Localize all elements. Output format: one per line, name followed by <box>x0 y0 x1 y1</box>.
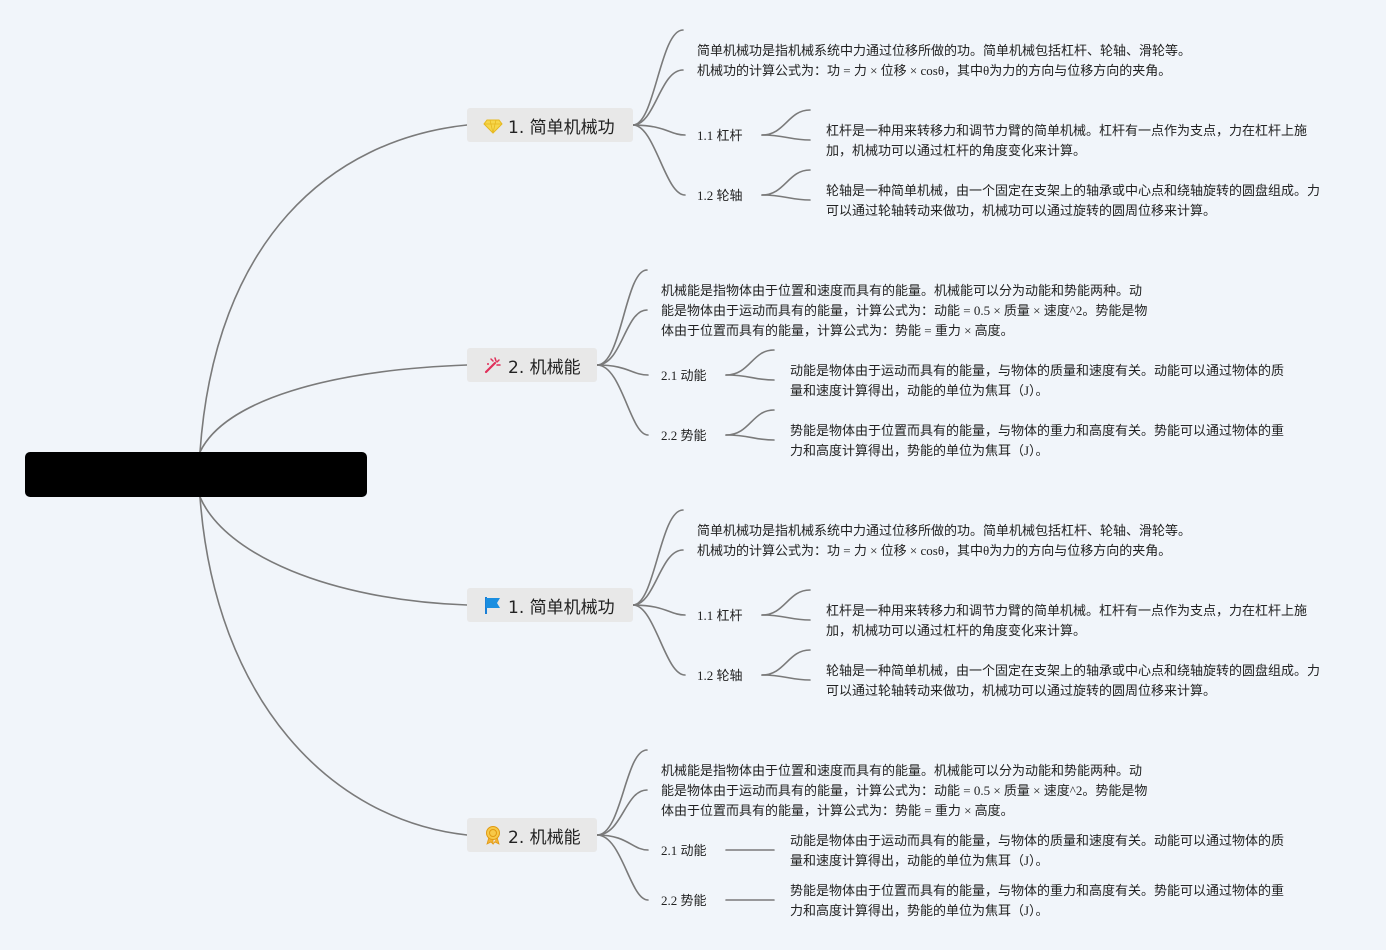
subtopic-wheel-axle[interactable]: 1.2 轮轴 <box>697 188 743 203</box>
topic-description: 机械能是指物体由于位置和速度而具有的能量。机械能可以分为动能和势能两种。动能是物… <box>661 283 1148 338</box>
topic-simple-machine-work-2[interactable]: 1. 简单机械功 <box>467 588 633 622</box>
topic-label: 2. 机械能 <box>508 827 581 848</box>
topic-simple-machine-work-1[interactable]: 1. 简单机械功 <box>467 108 633 142</box>
subtopic-description: 动能是物体由于运动而具有的能量，与物体的质量和速度有关。动能可以通过物体的质量和… <box>790 363 1285 398</box>
subtopic-potential-energy[interactable]: 2.2 势能 <box>661 893 707 908</box>
subtopic-description: 轮轴是一种简单机械，由一个固定在支架上的轴承或中心点和绕轴旋转的圆盘组成。力可以… <box>826 183 1321 218</box>
magic-wand-icon <box>483 355 503 375</box>
subtopic-potential-energy[interactable]: 2.2 势能 <box>661 428 707 443</box>
topic-mechanical-energy-2[interactable]: 2. 机械能 <box>467 818 597 852</box>
subtopic-description: 轮轴是一种简单机械，由一个固定在支架上的轴承或中心点和绕轴旋转的圆盘组成。力可以… <box>826 663 1321 698</box>
gem-icon <box>483 115 503 135</box>
topic-description: 机械能是指物体由于位置和速度而具有的能量。机械能可以分为动能和势能两种。动能是物… <box>661 763 1148 818</box>
subtopic-kinetic-energy[interactable]: 2.1 动能 <box>661 368 707 383</box>
subtopic-description: 势能是物体由于位置而具有的能量，与物体的重力和高度有关。势能可以通过物体的重力和… <box>790 883 1285 918</box>
topic-label: 1. 简单机械功 <box>508 597 615 618</box>
subtopic-kinetic-energy[interactable]: 2.1 动能 <box>661 843 707 858</box>
topic-description: 简单机械功是指机械系统中力通过位移所做的功。简单机械包括杠杆、轮轴、滑轮等。机械… <box>697 523 1192 558</box>
subtopic-description: 杠杆是一种用来转移力和调节力臂的简单机械。杠杆有一点作为支点，力在杠杆上施加，机… <box>826 123 1308 158</box>
flag-icon <box>483 595 503 615</box>
subtopic-description: 势能是物体由于位置而具有的能量，与物体的重力和高度有关。势能可以通过物体的重力和… <box>790 423 1285 458</box>
subtopic-wheel-axle[interactable]: 1.2 轮轴 <box>697 668 743 683</box>
subtopic-description: 动能是物体由于运动而具有的能量，与物体的质量和速度有关。动能可以通过物体的质量和… <box>790 833 1285 868</box>
topic-label: 1. 简单机械功 <box>508 117 615 138</box>
central-topic[interactable] <box>25 452 367 497</box>
topic-label: 2. 机械能 <box>508 357 581 378</box>
subtopic-lever[interactable]: 1.1 杠杆 <box>697 608 743 623</box>
topic-description: 简单机械功是指机械系统中力通过位移所做的功。简单机械包括杠杆、轮轴、滑轮等。机械… <box>697 43 1192 78</box>
subtopic-lever[interactable]: 1.1 杠杆 <box>697 128 743 143</box>
medal-icon <box>483 825 503 845</box>
subtopic-description: 杠杆是一种用来转移力和调节力臂的简单机械。杠杆有一点作为支点，力在杠杆上施加，机… <box>826 603 1308 638</box>
topic-mechanical-energy-1[interactable]: 2. 机械能 <box>467 348 597 382</box>
